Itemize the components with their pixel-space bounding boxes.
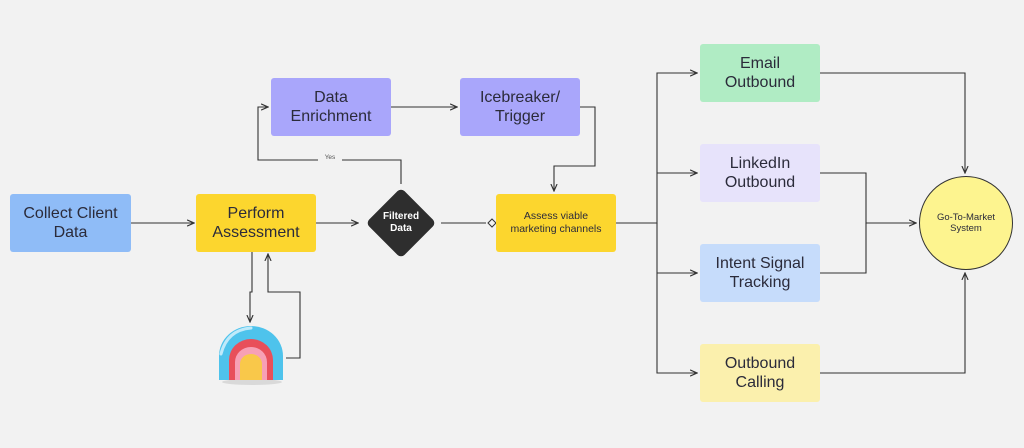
filtered-data-label: Filtered Data bbox=[382, 211, 420, 234]
collect-client-data-node[interactable]: Collect Client Data bbox=[10, 194, 131, 252]
assess-channels-node[interactable]: Assess viable marketing channels bbox=[496, 194, 616, 252]
edge-intent-to-gtm bbox=[820, 223, 867, 274]
email-outbound-node[interactable]: Email Outbound bbox=[700, 44, 820, 102]
edge-calling-to-gtm bbox=[820, 273, 965, 374]
edge-email-to-gtm bbox=[820, 72, 965, 173]
edge-icebreaker-to-assess bbox=[554, 106, 596, 191]
data-enrichment-label: Data Enrichment bbox=[290, 88, 372, 125]
perform-assessment-node[interactable]: Perform Assessment bbox=[196, 194, 316, 252]
linkedin-outbound-label: LinkedIn Outbound bbox=[724, 154, 796, 191]
gtm-system-label: Go-To-Market System bbox=[936, 211, 996, 234]
rainbow-arch-icon[interactable] bbox=[215, 324, 287, 386]
assess-channels-label: Assess viable marketing channels bbox=[510, 210, 602, 235]
email-outbound-label: Email Outbound bbox=[724, 54, 796, 91]
collect-client-data-label: Collect Client Data bbox=[23, 204, 118, 241]
edge-assess-to-calling bbox=[656, 223, 697, 373]
edge-linkedin-to-gtm bbox=[820, 172, 916, 223]
gtm-system-node[interactable]: Go-To-Market System bbox=[919, 176, 1013, 270]
edge-start-diamond bbox=[487, 218, 497, 228]
edge-assess-to-email bbox=[616, 73, 697, 224]
edge-filtered-to-enrichment bbox=[257, 107, 402, 184]
data-enrichment-node[interactable]: Data Enrichment bbox=[271, 78, 391, 136]
outbound-calling-label: Outbound Calling bbox=[724, 354, 796, 391]
icebreaker-trigger-label: Icebreaker/ Trigger bbox=[479, 88, 561, 125]
filtered-data-decision-node[interactable]: Filtered Data bbox=[361, 187, 441, 259]
yes-edge-label: Yes bbox=[318, 154, 342, 161]
edge-tool-to-perform bbox=[268, 254, 301, 359]
edge-perform-to-tool bbox=[250, 252, 252, 322]
perform-assessment-label: Perform Assessment bbox=[212, 204, 300, 241]
linkedin-outbound-node[interactable]: LinkedIn Outbound bbox=[700, 144, 820, 202]
intent-signal-tracking-node[interactable]: Intent Signal Tracking bbox=[700, 244, 820, 302]
icebreaker-trigger-node[interactable]: Icebreaker/ Trigger bbox=[460, 78, 580, 136]
intent-signal-tracking-label: Intent Signal Tracking bbox=[715, 254, 805, 291]
outbound-calling-node[interactable]: Outbound Calling bbox=[700, 344, 820, 402]
